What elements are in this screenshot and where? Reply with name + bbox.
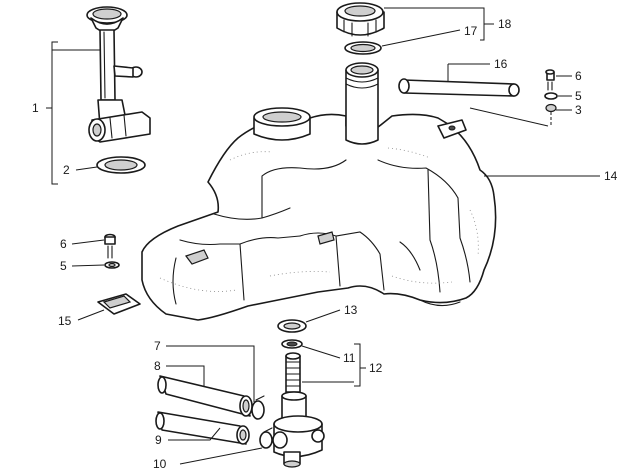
callout-11: 11 <box>343 351 356 365</box>
part-fuel-tank <box>141 62 497 321</box>
part-sender-gasket <box>96 156 146 174</box>
callout-2: 2 <box>63 163 70 177</box>
part-fuel-hose-upper <box>157 375 253 417</box>
callout-labels: 1 2 18 17 16 6 5 3 14 6 5 15 13 11 12 7 … <box>32 17 618 471</box>
callout-8: 8 <box>154 359 161 373</box>
callout-12: 12 <box>369 361 383 375</box>
callout-1: 1 <box>32 101 39 115</box>
callout-6-top: 6 <box>575 69 582 83</box>
part-screw-washer-nut-top <box>544 69 558 126</box>
callout-13: 13 <box>344 303 358 317</box>
callout-9: 9 <box>155 433 162 447</box>
part-clip-bracket <box>97 293 141 315</box>
part-fuel-hose-lower <box>155 411 250 445</box>
leader-lines <box>46 7 600 465</box>
callout-5-left: 5 <box>60 259 67 273</box>
part-o-ring <box>281 339 303 349</box>
callout-18: 18 <box>498 17 512 31</box>
callout-10: 10 <box>153 457 167 471</box>
callout-6-left: 6 <box>60 237 67 251</box>
callout-3: 3 <box>575 103 582 117</box>
callout-14: 14 <box>604 169 618 183</box>
callout-16: 16 <box>494 57 508 71</box>
part-cap-gasket <box>344 41 382 55</box>
part-hose-clamps <box>251 395 273 449</box>
part-outlet-gasket <box>277 319 307 333</box>
part-screw-washer-left <box>104 233 120 269</box>
part-filler-cap <box>336 2 385 37</box>
part-fuel-tap <box>272 352 325 468</box>
part-breather-hose <box>398 78 520 97</box>
callout-5-top: 5 <box>575 89 582 103</box>
callout-17: 17 <box>464 24 478 38</box>
callout-15: 15 <box>58 314 72 328</box>
callout-7: 7 <box>154 339 161 353</box>
part-fuel-sender <box>86 6 151 143</box>
